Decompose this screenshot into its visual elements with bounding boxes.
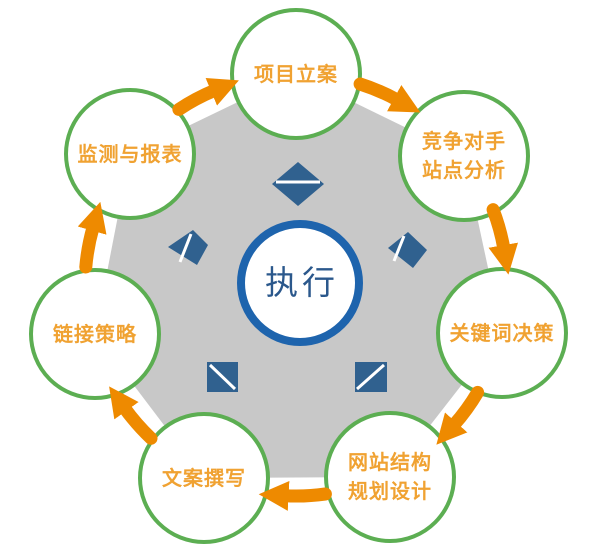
node-label: 文案撰写 (162, 465, 246, 490)
node-competitor-site-analysis: 竞争对手 站点分析 (398, 90, 530, 222)
node-label: 项目立案 (254, 61, 338, 86)
node-label: 竞争对手 站点分析 (422, 129, 506, 182)
node-site-structure-planning: 网站结构 规划设计 (324, 411, 456, 543)
diamond-decoration-upper-left (168, 230, 208, 265)
node-label: 链接策略 (53, 321, 137, 346)
node-monitoring-reporting: 监测与报表 (64, 88, 196, 220)
node-link-strategy: 链接策略 (29, 268, 161, 400)
square-decoration-lower-left (207, 362, 238, 392)
node-project-initiation: 项目立案 (230, 8, 362, 140)
node-label: 关键词决策 (449, 320, 555, 345)
node-copywriting: 文案撰写 (138, 412, 270, 544)
diamond-decoration-top (272, 162, 324, 206)
square-decoration-lower-right (355, 362, 387, 392)
center-label: 执行 (265, 263, 339, 303)
node-label: 网站结构 规划设计 (348, 450, 432, 503)
diamond-decoration-upper-right (388, 232, 427, 268)
node-execute-center: 执行 (237, 220, 363, 346)
node-keyword-decision: 关键词决策 (436, 267, 568, 399)
node-label: 监测与报表 (77, 141, 183, 166)
